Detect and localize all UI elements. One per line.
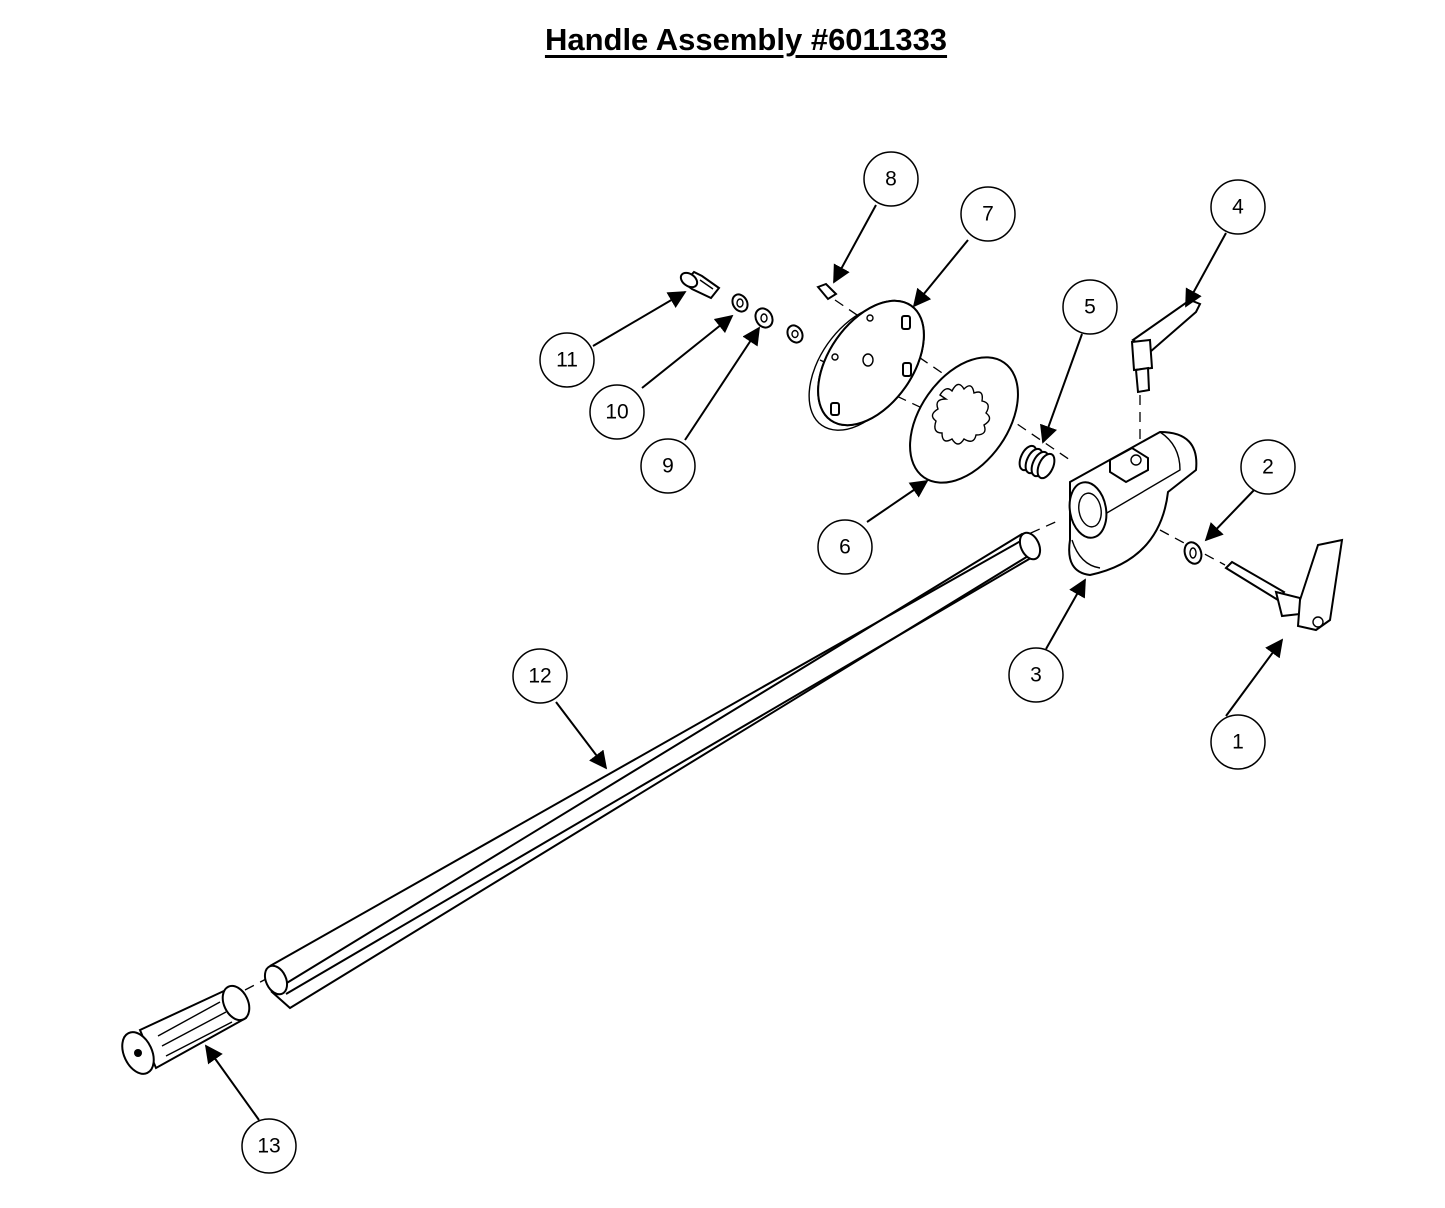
part-9-flat-washer [754, 307, 774, 329]
balloon-label-2: 2 [1262, 456, 1274, 479]
balloon-label-9: 9 [662, 455, 674, 478]
balloon-2: 2 [1240, 439, 1296, 495]
balloon-5: 5 [1062, 279, 1118, 335]
balloon-12: 12 [512, 648, 568, 704]
leader-lines [204, 204, 1284, 1121]
balloon-label-8: 8 [885, 168, 897, 191]
part-7-disc-plate [808, 299, 925, 431]
balloon-6: 6 [817, 519, 873, 575]
part-5-spring [1018, 444, 1056, 480]
diagram-title: Handle Assembly #6011333 [544, 22, 948, 57]
balloon-label-4: 4 [1232, 196, 1244, 219]
balloon-3: 3 [1008, 647, 1064, 703]
balloon-9: 9 [640, 438, 696, 494]
balloon-label-3: 3 [1030, 664, 1042, 687]
balloon-label-1: 1 [1232, 731, 1244, 754]
part-6-ratchet-disc [909, 356, 1019, 484]
part-2-washer [1183, 541, 1203, 565]
balloon-label-11: 11 [556, 349, 578, 372]
part-10-lock-washer [731, 293, 749, 313]
balloon-11: 11 [539, 332, 595, 388]
part-1-cam-lever [1224, 538, 1344, 632]
part-8-dowel-pin [816, 282, 838, 301]
balloon-8: 8 [863, 151, 919, 207]
balloon-13: 13 [241, 1118, 297, 1174]
balloon-label-10: 10 [605, 401, 628, 424]
balloon-7: 7 [960, 186, 1016, 242]
balloon-label-13: 13 [257, 1135, 280, 1158]
part-12-tube [263, 531, 1042, 1010]
balloon-label-5: 5 [1084, 296, 1096, 319]
assembly-centerlines [244, 299, 1226, 991]
balloon-label-7: 7 [982, 203, 994, 226]
balloon-label-12: 12 [528, 665, 551, 688]
part-3-housing [1068, 430, 1198, 577]
balloon-4: 4 [1210, 179, 1266, 235]
balloon-1: 1 [1210, 714, 1266, 770]
part-4-clamp-lever [1130, 298, 1202, 394]
part-13-grip [121, 984, 251, 1075]
part-11-bolt [679, 270, 721, 300]
nut [786, 324, 804, 344]
balloon-10: 10 [589, 384, 645, 440]
balloon-label-6: 6 [839, 536, 851, 559]
